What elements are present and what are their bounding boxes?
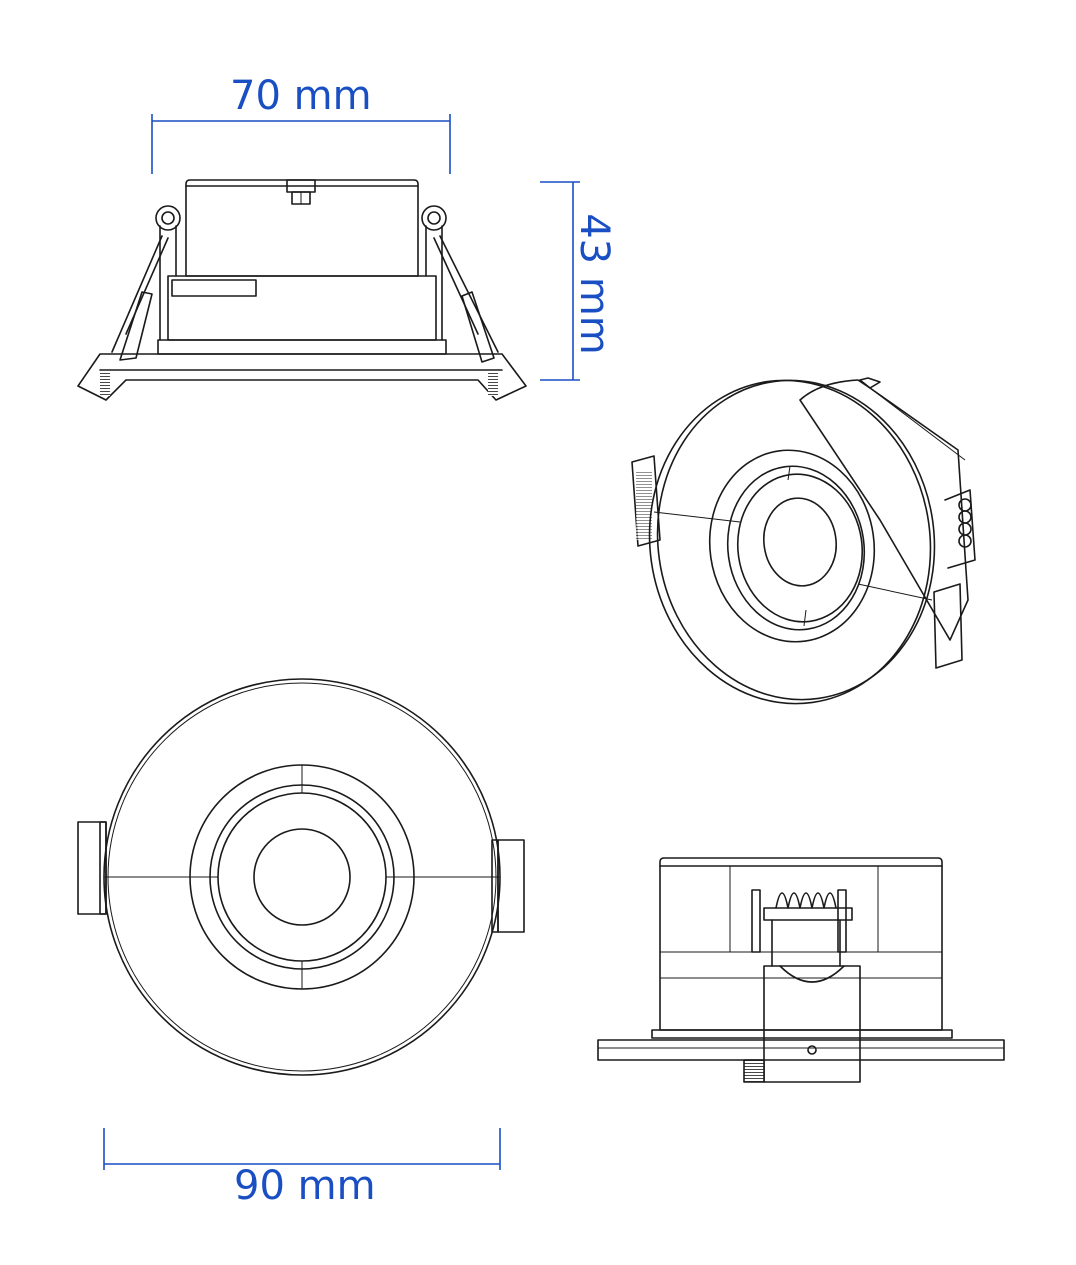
spring-icon [944, 489, 976, 569]
dimension-line-height [540, 181, 580, 381]
dimension-line-top-width [151, 114, 451, 174]
dimension-label-height: 43 mm [571, 213, 617, 355]
side-view [77, 114, 580, 401]
dimension-label-bottom-width: 90 mm [234, 1163, 376, 1209]
isometric-view [631, 377, 976, 705]
dimension-line-bottom-width [103, 1128, 501, 1170]
spring-icon [763, 892, 853, 967]
rear-side-view [597, 857, 1005, 1083]
dimension-label-top-width: 70 mm [230, 73, 372, 119]
front-view [77, 678, 525, 1170]
